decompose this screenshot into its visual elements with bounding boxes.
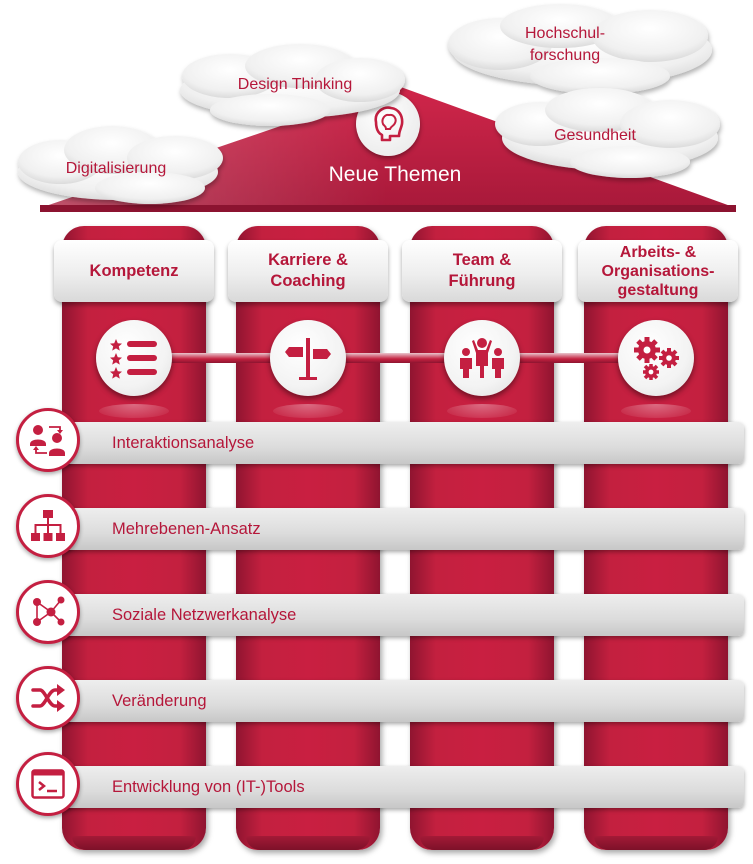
pillar-connector xyxy=(130,353,650,363)
pillar-icon-circle xyxy=(444,320,520,396)
pillar-icon-reflection xyxy=(447,404,517,418)
cloud-label: Design Thinking xyxy=(237,76,353,93)
pillar-icon-circle xyxy=(618,320,694,396)
method-bar xyxy=(46,766,744,808)
shuffle-icon xyxy=(31,684,65,712)
method-label: Veränderung xyxy=(112,692,207,710)
method-bar xyxy=(46,680,744,722)
cloud-design-thinking xyxy=(180,44,405,126)
pillar-icon-circle xyxy=(270,320,346,396)
pillar-title: Arbeits- & Organisations- gestaltung xyxy=(578,240,738,302)
method-label: Soziale Netzwerkanalyse xyxy=(112,606,297,624)
cloud-gesundheit xyxy=(495,88,720,178)
roof-title: Neue Themen xyxy=(328,163,462,186)
hierarchy-icon xyxy=(31,510,65,541)
method-label: Entwicklung von (IT-)Tools xyxy=(112,778,305,796)
cloud-digitalisierung xyxy=(18,126,223,204)
method-icon-circle xyxy=(16,752,80,816)
cloud-label: Hochschul- forschung xyxy=(524,25,606,64)
method-bar xyxy=(46,508,744,550)
method-icon-circle xyxy=(16,494,80,558)
method-bar xyxy=(46,422,744,464)
pillar-icon-reflection xyxy=(273,404,343,418)
network-icon xyxy=(33,596,65,626)
signpost-icon xyxy=(285,338,331,380)
clouds-layer xyxy=(18,4,720,204)
cloud-label: Gesundheit xyxy=(554,127,636,144)
cloud-hochschulforschung xyxy=(448,4,712,94)
terminal-icon xyxy=(31,769,65,799)
method-icon-circle xyxy=(16,408,80,472)
gears-icon xyxy=(634,337,679,380)
pillar-title: Karriere & Coaching xyxy=(228,240,388,302)
method-icon-circle xyxy=(16,666,80,730)
people-exchange-icon xyxy=(30,425,65,456)
cloud-label: Digitalisierung xyxy=(65,160,167,177)
pillar-title: Team & Führung xyxy=(402,240,562,302)
pillar-icon-reflection xyxy=(99,404,169,418)
ideas-head-icon xyxy=(374,106,404,142)
method-bar xyxy=(46,594,744,636)
team-icon xyxy=(460,338,504,378)
pillar-title: Kompetenz xyxy=(54,240,214,302)
rated-list-icon xyxy=(110,339,157,379)
method-label: Mehrebenen-Ansatz xyxy=(112,520,261,538)
pillar-icon-circle xyxy=(96,320,172,396)
method-label: Interaktionsanalyse xyxy=(112,434,255,452)
method-icon-circle xyxy=(16,580,80,644)
pillar-icon-reflection xyxy=(621,404,691,418)
